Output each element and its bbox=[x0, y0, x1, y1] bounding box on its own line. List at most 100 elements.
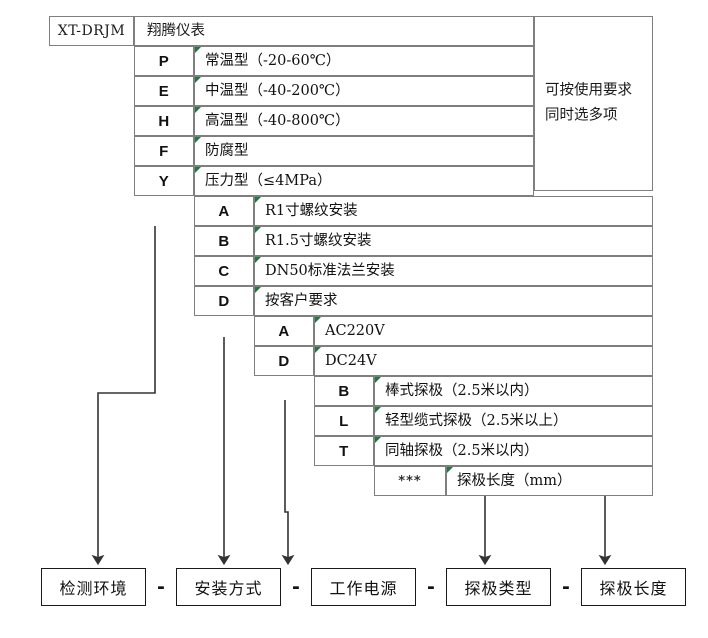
code-text: B bbox=[218, 232, 230, 250]
row-desc-P: 常温型（-20-60℃） bbox=[194, 46, 534, 76]
row-desc-D-install: 按客户要求 bbox=[254, 286, 653, 316]
separator-2: - bbox=[281, 568, 311, 606]
legend-box-power-supply: 工作电源 bbox=[311, 568, 416, 606]
desc-text: R1.5寸螺纹安装 bbox=[265, 232, 372, 249]
desc-text: R1寸螺纹安装 bbox=[265, 202, 358, 219]
row-code-H: H bbox=[134, 106, 194, 136]
model-code-cell: XT-DRJM bbox=[49, 16, 134, 46]
legend-label: 工作电源 bbox=[329, 579, 398, 598]
row-code-D-power: D bbox=[254, 346, 314, 376]
multi-select-note-inner: 可按使用要求 同时选多项 bbox=[545, 78, 632, 129]
code-text: Y bbox=[158, 172, 170, 190]
legend-label: 安装方式 bbox=[194, 579, 263, 598]
row-code-probe-length: *** bbox=[374, 466, 446, 496]
desc-text: DN50标准法兰安装 bbox=[265, 262, 395, 279]
row-desc-L-probe: 轻型缆式探极（2.5米以上） bbox=[374, 406, 653, 436]
code-text: *** bbox=[398, 473, 422, 489]
multi-select-note-line1: 可按使用要求 bbox=[545, 82, 632, 99]
separator-text: - bbox=[427, 576, 435, 598]
cell-marker-icon bbox=[195, 77, 201, 83]
cell-marker-icon bbox=[195, 47, 201, 53]
row-desc-C-install: DN50标准法兰安装 bbox=[254, 256, 653, 286]
multi-select-note-line2: 同时选多项 bbox=[545, 107, 618, 124]
cell-marker-icon bbox=[375, 407, 381, 413]
row-desc-A-install: R1寸螺纹安装 bbox=[254, 196, 653, 226]
separator-3: - bbox=[416, 568, 446, 606]
row-desc-B-install: R1.5寸螺纹安装 bbox=[254, 226, 653, 256]
separator-1: - bbox=[146, 568, 176, 606]
code-text: A bbox=[278, 322, 290, 340]
desc-text: 防腐型 bbox=[205, 142, 249, 159]
row-desc-H: 高温型（-40-800℃） bbox=[194, 106, 534, 136]
row-desc-B-probe: 棒式探极（2.5米以内） bbox=[374, 376, 653, 406]
cell-marker-icon bbox=[195, 167, 201, 173]
code-text: D bbox=[218, 292, 230, 310]
code-text: P bbox=[158, 52, 170, 70]
legend-box-installation-method: 安装方式 bbox=[176, 568, 281, 606]
brand-name-cell: 翔腾仪表 bbox=[134, 16, 534, 46]
row-code-F: F bbox=[134, 136, 194, 166]
row-desc-E: 中温型（-40-200℃） bbox=[194, 76, 534, 106]
wire-detect-environment bbox=[91, 226, 156, 566]
desc-text: 常温型（-20-60℃） bbox=[205, 52, 341, 69]
brand-name-text: 翔腾仪表 bbox=[147, 22, 205, 39]
row-code-A-power: A bbox=[254, 316, 314, 346]
desc-text: 棒式探极（2.5米以内） bbox=[385, 382, 539, 399]
code-text: B bbox=[338, 382, 350, 400]
code-text: L bbox=[339, 412, 349, 430]
separator-4: - bbox=[551, 568, 581, 606]
row-desc-D-power: DC24V bbox=[314, 346, 653, 376]
row-code-P: P bbox=[134, 46, 194, 76]
cell-marker-icon bbox=[255, 227, 261, 233]
code-text: F bbox=[159, 142, 169, 160]
cell-marker-icon bbox=[195, 137, 201, 143]
legend-box-probe-length: 探极长度 bbox=[581, 568, 686, 606]
row-code-Y: Y bbox=[134, 166, 194, 196]
cell-marker-icon bbox=[255, 197, 261, 203]
wire-power-supply bbox=[281, 400, 295, 566]
cell-marker-icon bbox=[447, 467, 453, 473]
desc-text: 轻型缆式探极（2.5米以上） bbox=[385, 412, 568, 429]
cell-marker-icon bbox=[195, 107, 201, 113]
row-code-B-install: B bbox=[194, 226, 254, 256]
row-code-B-probe: B bbox=[314, 376, 374, 406]
row-desc-probe-length: 探极长度（mm） bbox=[446, 466, 653, 496]
desc-text: 按客户要求 bbox=[265, 292, 338, 309]
legend-box-probe-type: 探极类型 bbox=[446, 568, 551, 606]
separator-text: - bbox=[562, 576, 570, 598]
model-code-text: XT-DRJM bbox=[57, 23, 126, 39]
cell-marker-icon bbox=[255, 257, 261, 263]
desc-text: 压力型（≤4MPa） bbox=[205, 172, 332, 189]
separator-text: - bbox=[157, 576, 165, 598]
row-desc-Y: 压力型（≤4MPa） bbox=[194, 166, 534, 196]
row-code-L-probe: L bbox=[314, 406, 374, 436]
desc-text: 同轴探极（2.5米以内） bbox=[385, 442, 539, 459]
code-text: D bbox=[278, 352, 290, 370]
cell-marker-icon bbox=[375, 437, 381, 443]
cell-marker-icon bbox=[315, 317, 321, 323]
legend-label: 探极类型 bbox=[464, 579, 533, 598]
row-code-E: E bbox=[134, 76, 194, 106]
separator-text: - bbox=[292, 576, 300, 598]
row-desc-F: 防腐型 bbox=[194, 136, 534, 166]
row-desc-T-probe: 同轴探极（2.5米以内） bbox=[374, 436, 653, 466]
multi-select-note-cell: 可按使用要求 同时选多项 bbox=[534, 16, 653, 191]
cell-marker-icon bbox=[315, 347, 321, 353]
desc-text: 中温型（-40-200℃） bbox=[205, 82, 350, 99]
legend-label: 探极长度 bbox=[599, 579, 668, 598]
cell-marker-icon bbox=[255, 287, 261, 293]
code-text: T bbox=[339, 442, 349, 460]
desc-text: 探极长度（mm） bbox=[457, 472, 572, 489]
row-code-A-install: A bbox=[194, 196, 254, 226]
legend-label: 检测环境 bbox=[59, 579, 128, 598]
cell-marker-icon bbox=[375, 377, 381, 383]
desc-text: AC220V bbox=[325, 322, 385, 339]
code-text: C bbox=[218, 262, 230, 280]
row-desc-A-power: AC220V bbox=[314, 316, 653, 346]
code-text: A bbox=[218, 202, 230, 220]
row-code-T-probe: T bbox=[314, 436, 374, 466]
desc-text: 高温型（-40-800℃） bbox=[205, 112, 350, 129]
legend-box-detect-environment: 检测环境 bbox=[41, 568, 146, 606]
row-code-D-install: D bbox=[194, 286, 254, 316]
